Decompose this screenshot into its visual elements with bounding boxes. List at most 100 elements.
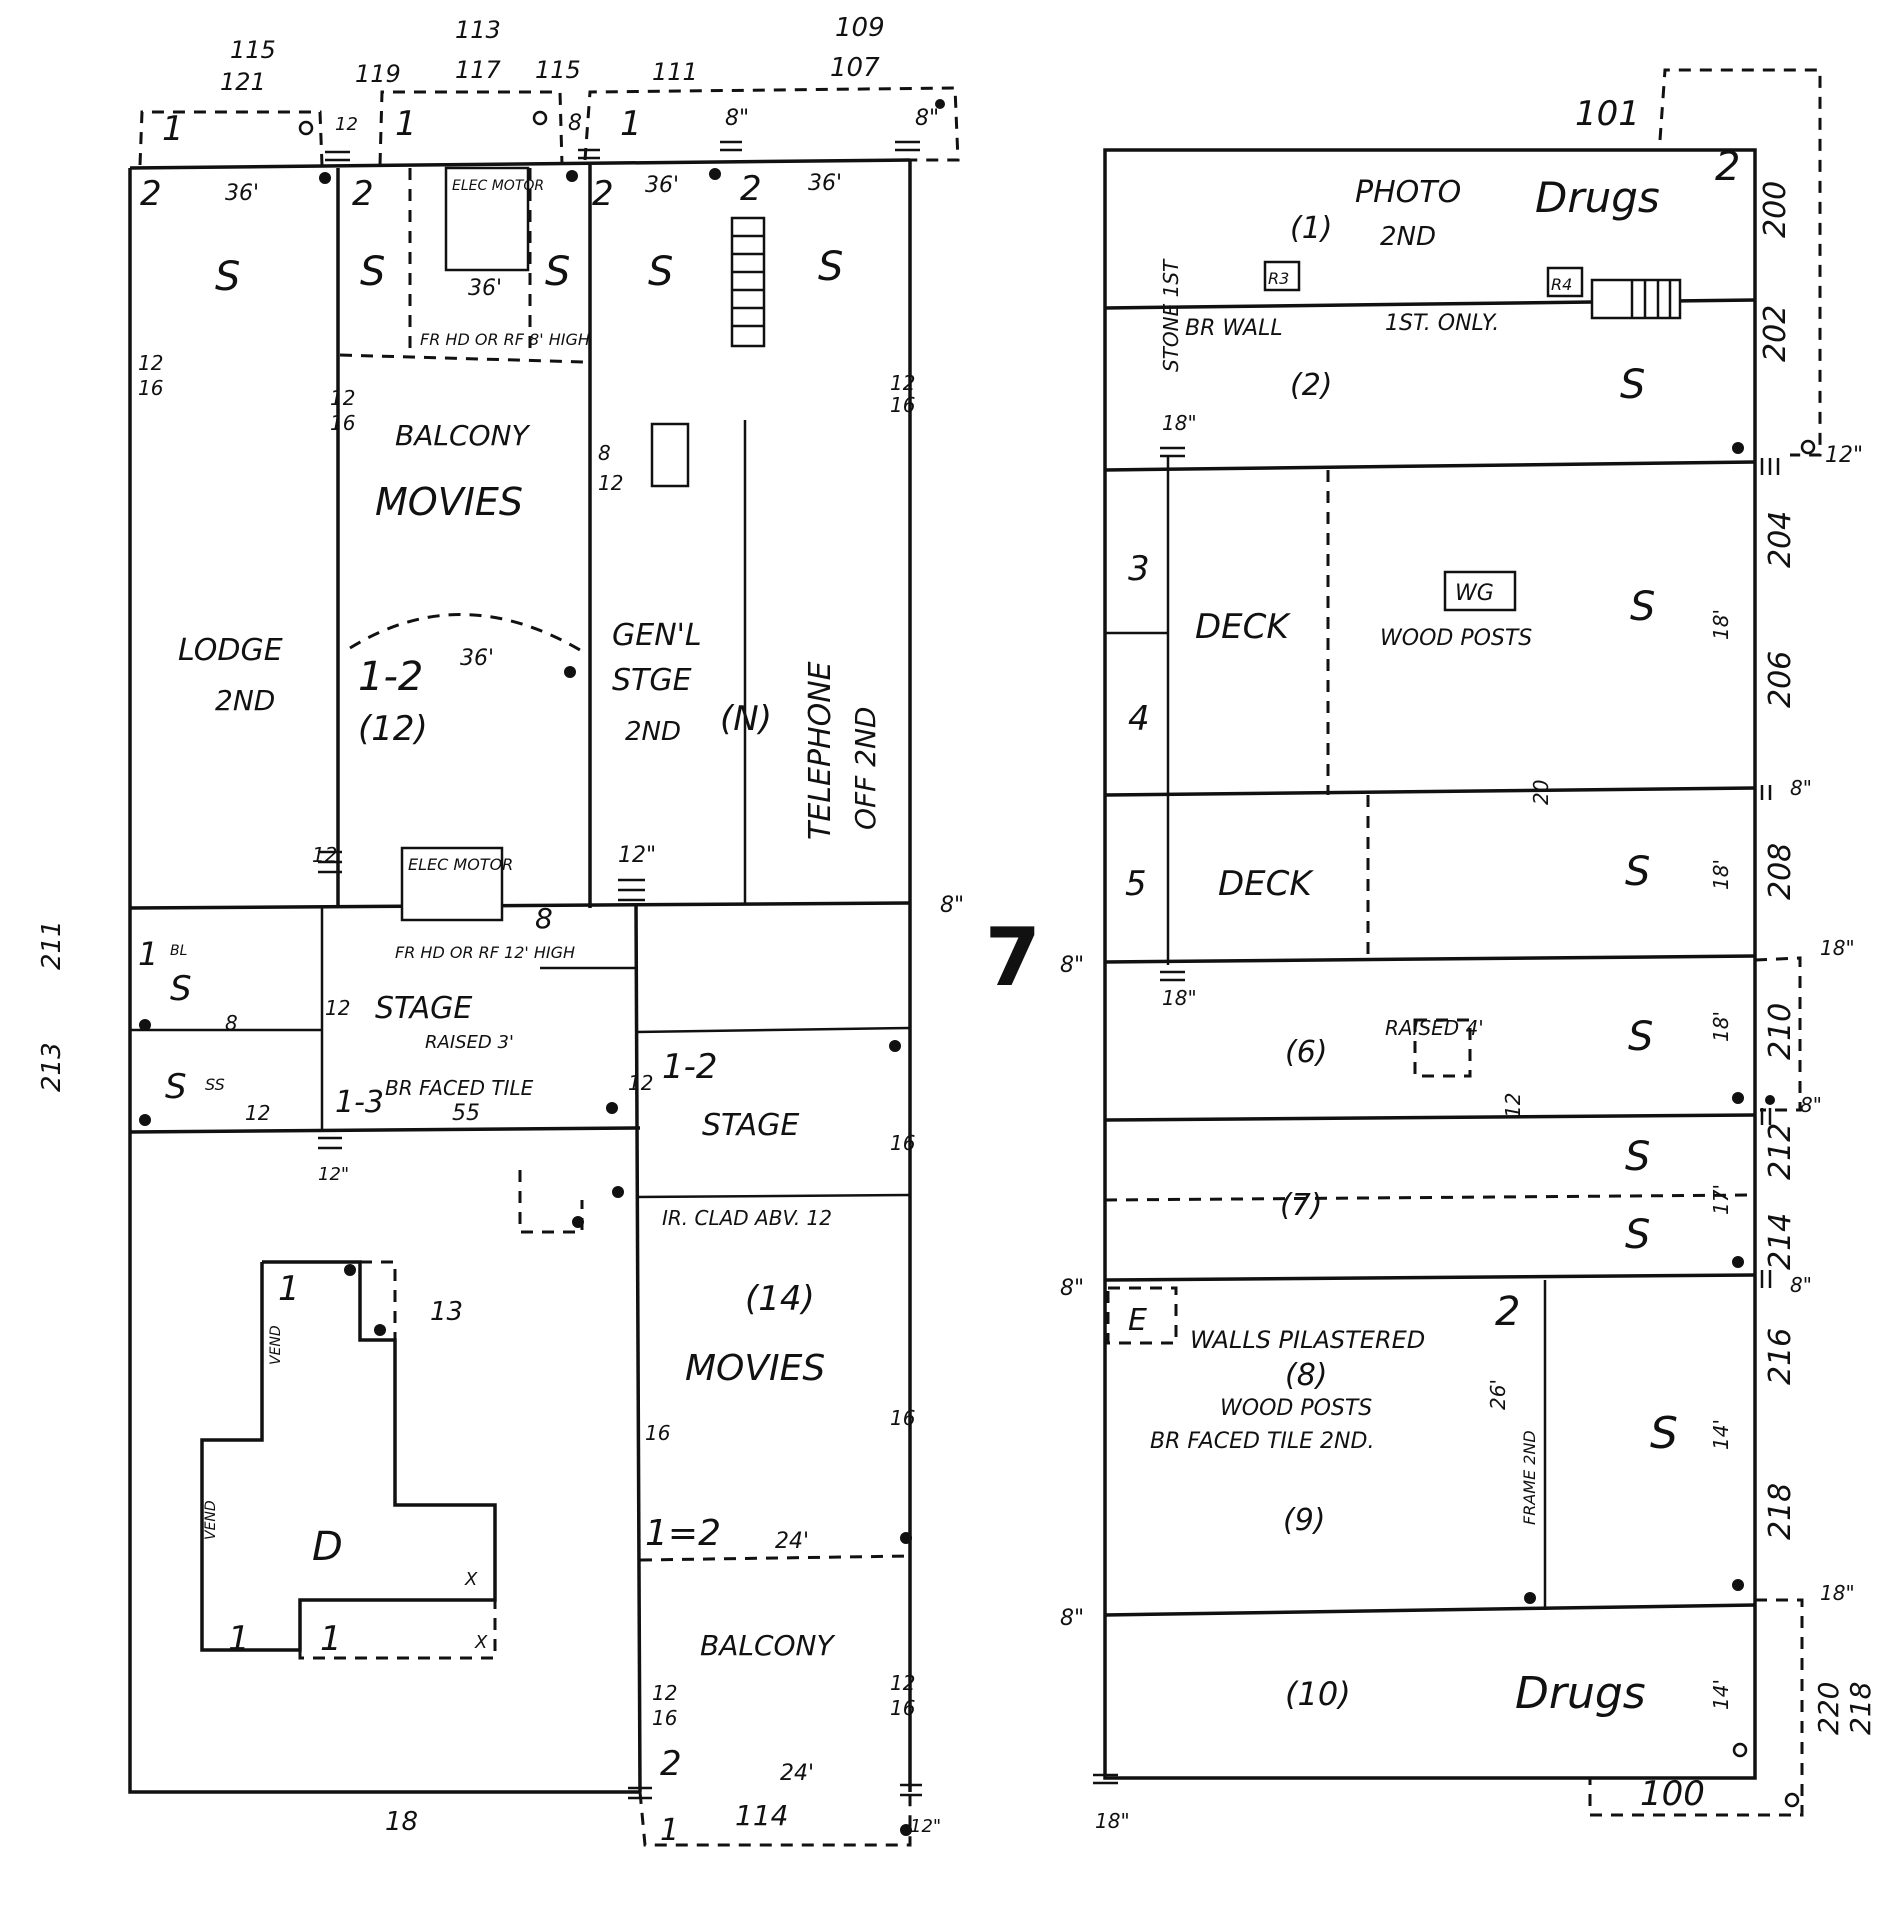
gen-stge-2: STGE xyxy=(612,663,692,698)
story-number: 2 xyxy=(592,174,614,214)
dim-8in: 8" xyxy=(915,106,939,131)
story-number: 1 xyxy=(620,104,642,144)
address-119: 119 xyxy=(355,60,401,88)
pipe-marks xyxy=(318,140,922,1800)
dim-18: 18 xyxy=(385,1807,418,1837)
store-label: S xyxy=(165,1067,187,1107)
wg-label: WG xyxy=(1455,581,1494,606)
wall-dot xyxy=(139,1019,151,1031)
dim-8in: 8" xyxy=(940,893,964,918)
r3-box xyxy=(1263,260,1301,292)
num-3: 3 xyxy=(1128,549,1150,589)
address-13: 13 xyxy=(430,1297,463,1327)
elec-motor-label-2: ELEC MOTOR xyxy=(408,855,513,874)
east-wall-2 xyxy=(1104,460,1756,472)
dim-12: 12 xyxy=(890,1671,915,1695)
story-number: 1 xyxy=(660,1813,679,1848)
dim-18: 18' xyxy=(1709,859,1733,890)
stairway xyxy=(730,216,766,348)
bl-label: BL xyxy=(170,943,187,959)
raised-4-box xyxy=(1413,1018,1472,1078)
address-101: 101 xyxy=(1575,94,1640,134)
wall-ring xyxy=(1800,439,1816,455)
story-number: (1) xyxy=(1290,211,1333,246)
dim-8: 8 xyxy=(225,1011,238,1035)
address-109: 109 xyxy=(835,13,885,43)
unit-2: (2) xyxy=(1290,368,1333,403)
wall-dot xyxy=(935,99,945,109)
east-block xyxy=(1093,68,1822,1817)
dim-8in: 8" xyxy=(1060,1606,1084,1631)
dim-36: 36' xyxy=(808,171,842,196)
story-1-2b: 1-2 xyxy=(662,1047,718,1087)
movies-label-2: MOVIES xyxy=(685,1348,825,1389)
raised-label: RAISED 3' xyxy=(425,1032,514,1053)
dim-24: 24' xyxy=(775,1529,809,1554)
wall-ring xyxy=(1732,1742,1748,1758)
dim-14: 14' xyxy=(1709,1419,1733,1450)
east-wall-6 xyxy=(1104,1193,1756,1202)
awning-200 xyxy=(1658,68,1822,457)
deck-label-2: DECK xyxy=(1218,864,1314,904)
dim-12: 12 xyxy=(1501,1093,1525,1118)
dim-16: 16 xyxy=(890,393,915,417)
address-208: 208 xyxy=(1763,843,1798,900)
wall-dot xyxy=(344,1264,356,1276)
address-211: 211 xyxy=(37,920,67,970)
unit-8: (8) xyxy=(1285,1358,1328,1393)
wall-ring xyxy=(532,110,548,126)
e-label: E xyxy=(1128,1303,1147,1338)
dim-16: 16 xyxy=(138,376,163,400)
address-213: 213 xyxy=(37,1042,67,1092)
dim-18in: 18" xyxy=(1162,986,1197,1010)
dim-8in: 8" xyxy=(1060,953,1084,978)
wall-dot xyxy=(900,1532,912,1544)
dim-16: 16 xyxy=(330,411,355,435)
west-block-labels: 115 121 119 113 117 115 111 109 107 211 … xyxy=(37,13,964,1848)
wood-posts: WOOD POSTS xyxy=(1380,626,1532,651)
awning-107 xyxy=(583,86,960,162)
dim-8in: 8" xyxy=(1800,1093,1822,1117)
east-wall-4 xyxy=(1104,954,1756,964)
dim-24: 24' xyxy=(780,1761,814,1786)
building-d-label: D xyxy=(312,1524,343,1570)
stage-stair xyxy=(650,422,690,488)
wall-dot xyxy=(709,168,721,180)
dim-12: 12 xyxy=(652,1681,677,1705)
address-114: 114 xyxy=(735,1799,788,1832)
wall-dot xyxy=(900,1824,912,1836)
store-label: S xyxy=(1628,1014,1653,1060)
x-mark: X xyxy=(474,1632,488,1653)
dim-18: 18' xyxy=(1709,609,1733,640)
story-number: 2 xyxy=(352,174,374,214)
wall-dot xyxy=(1732,1579,1744,1591)
west-block-north-wall xyxy=(129,158,911,170)
story-number: 2 xyxy=(1715,144,1740,190)
dim-18in: 18" xyxy=(1820,936,1855,960)
address-121: 121 xyxy=(220,68,266,96)
awning-220 xyxy=(1588,1598,1804,1817)
store-label: S xyxy=(1625,1134,1650,1180)
story-1-3: 1-3 xyxy=(335,1085,384,1120)
east-wall-3 xyxy=(1104,786,1756,797)
dim-8in: 8" xyxy=(1790,1273,1812,1297)
address-111: 111 xyxy=(652,58,698,86)
wall-dot xyxy=(564,666,576,678)
x-mark: X xyxy=(464,1569,478,1590)
wall-dot xyxy=(1765,1095,1775,1105)
story-number: 2 xyxy=(740,169,762,209)
wall-dot xyxy=(606,1102,618,1114)
dim-36: 36' xyxy=(225,181,259,206)
story-number: 2 xyxy=(140,174,162,214)
address-115: 115 xyxy=(230,36,276,64)
dim-12in: 12" xyxy=(318,1164,349,1185)
wall-dot xyxy=(1732,442,1744,454)
dim-12: 12 xyxy=(138,351,163,375)
building-d-dash xyxy=(298,1600,497,1660)
story-number: 1 xyxy=(162,109,184,149)
east-block-labels: 101 200 202 204 206 208 210 212 214 216 … xyxy=(1060,94,1877,1833)
unit-6: (6) xyxy=(1285,1035,1328,1070)
awning-121 xyxy=(138,110,324,166)
store-label: S xyxy=(1625,1212,1650,1258)
dim-18in: 18" xyxy=(1095,1809,1130,1833)
